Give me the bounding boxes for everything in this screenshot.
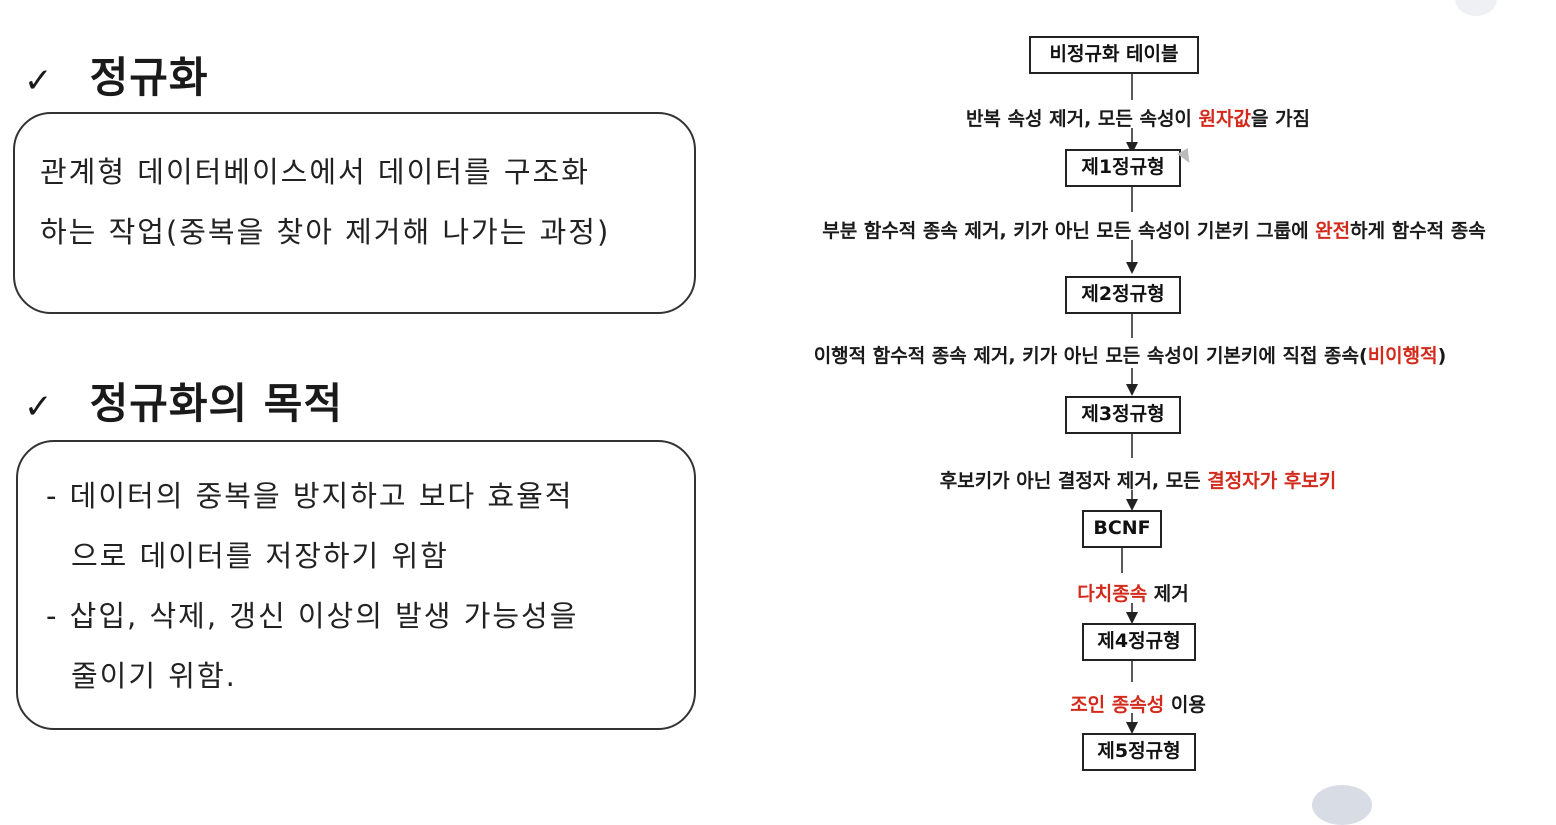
check-icon: ✓ (24, 61, 54, 101)
flow-node-5nf: 제5정규형 (1082, 733, 1196, 771)
definition-line: 하는 작업(중복을 찾아 제거해 나가는 과정) (40, 215, 611, 249)
flow-node-4nf: 제4정규형 (1082, 623, 1196, 661)
definition-box: 관계형 데이터베이스에서 데이터를 구조화 하는 작업(중복을 찾아 제거해 나… (13, 112, 696, 314)
watermark-logo (1312, 785, 1372, 825)
section-heading-normalization: ✓ 정규화 (24, 44, 209, 105)
check-icon: ✓ (24, 387, 54, 427)
purpose-line: 으로 데이터를 저장하기 위함 (71, 539, 449, 573)
purpose-line: - 삽입, 삭제, 갱신 이상의 발생 가능성을 (46, 599, 579, 633)
flow-node-unnormalized-table: 비정규화 테이블 (1029, 36, 1199, 74)
flow-step-label: 조인 종속성 이용 (1070, 694, 1206, 716)
flow-node-2nf: 제2정규형 (1065, 276, 1181, 314)
flow-node-1nf: 제1정규형 (1065, 149, 1181, 187)
flow-node-bcnf: BCNF (1082, 510, 1162, 548)
purpose-line: 줄이기 위함. (71, 659, 237, 693)
purpose-line: - 데이터의 중복을 방지하고 보다 효율적 (46, 479, 574, 513)
corner-decoration (1455, 0, 1497, 16)
section-heading-purpose: ✓ 정규화의 목적 (24, 370, 343, 431)
flow-step-label: 반복 속성 제거, 모든 속성이 원자값을 가짐 (965, 108, 1311, 130)
flow-step-label: 이행적 함수적 종속 제거, 키가 아닌 모든 속성이 기본키에 직접 종속(비… (813, 345, 1447, 367)
section-title: 정규화의 목적 (89, 379, 344, 428)
section-title: 정규화 (89, 53, 209, 102)
definition-line: 관계형 데이터베이스에서 데이터를 구조화 (40, 155, 590, 189)
flow-node-3nf: 제3정규형 (1065, 396, 1181, 434)
purpose-box: - 데이터의 중복을 방지하고 보다 효율적 으로 데이터를 저장하기 위함 -… (16, 440, 696, 730)
flow-step-label: 후보키가 아닌 결정자 제거, 모든 결정자가 후보키 (939, 470, 1337, 492)
flow-step-label: 다치종속 제거 (1077, 583, 1189, 605)
flow-step-label: 부분 함수적 종속 제거, 키가 아닌 모든 속성이 기본키 그룹에 완전하게 … (822, 220, 1486, 242)
